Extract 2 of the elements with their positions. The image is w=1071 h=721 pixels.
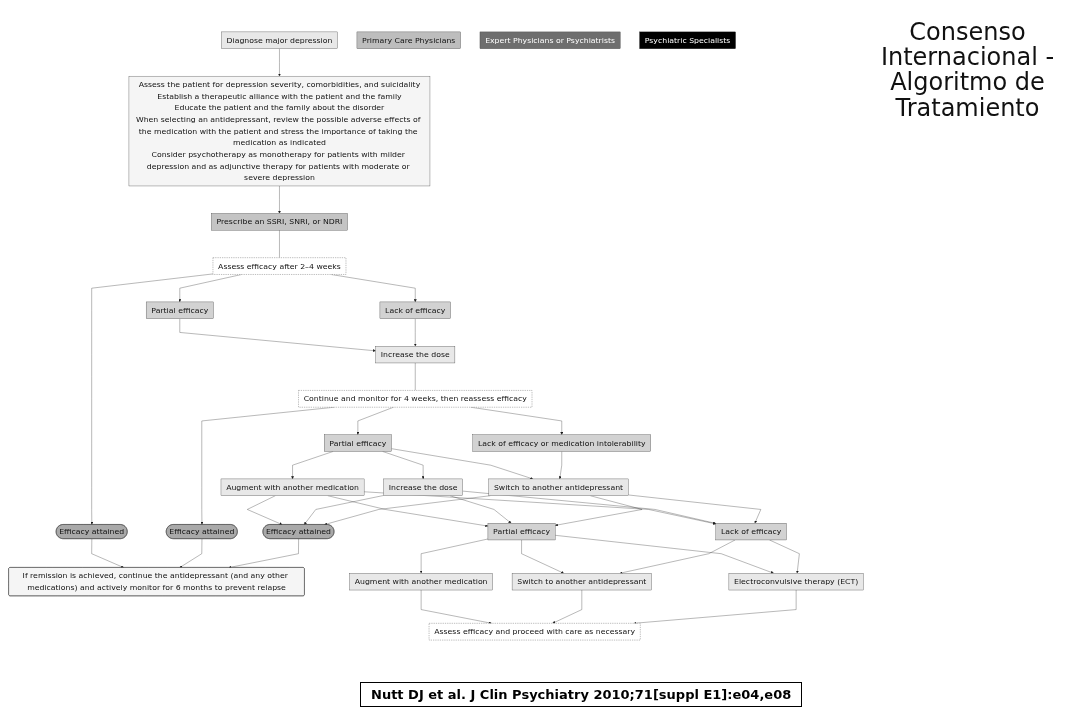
citation-caption: Nutt DJ et al. J Clin Psychiatry 2010;71[suppl E1]:e04,e08 <box>360 682 803 707</box>
diagram-title: Consenso Internacional - Algoritmo de Tratamiento <box>879 20 1056 121</box>
